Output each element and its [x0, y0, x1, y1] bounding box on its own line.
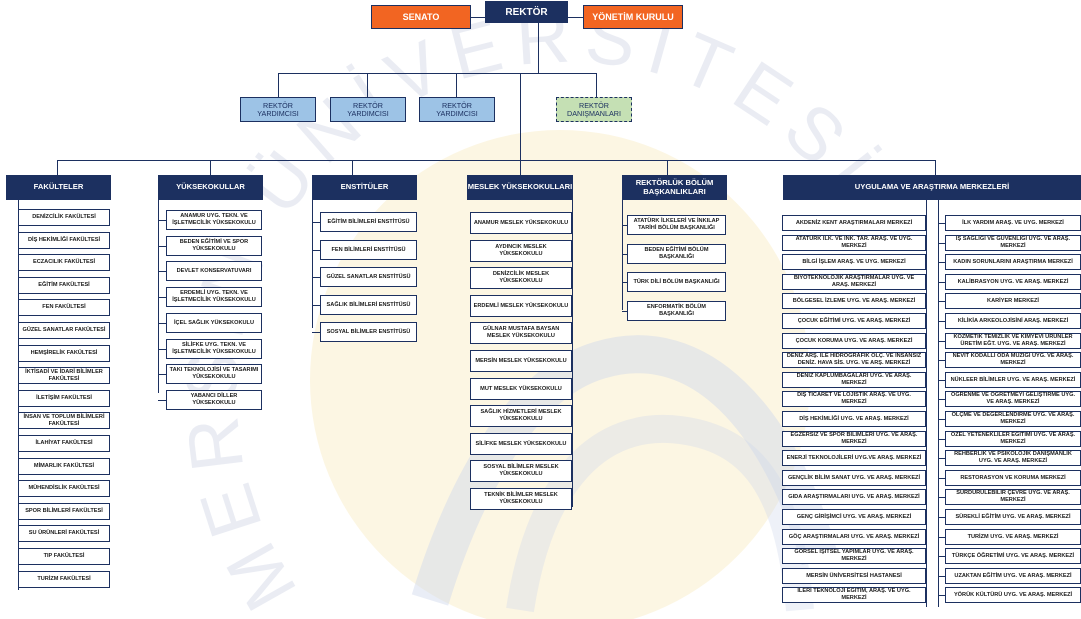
org-unit-box: DENİZCİLİK MESLEK YÜKSEKOKULU: [470, 267, 572, 289]
org-unit-box: FEN FAKÜLTESİ: [18, 299, 110, 316]
org-unit-box: YÖRÜK KÜLTÜRÜ UYG. VE ARAŞ. MERKEZİ: [945, 587, 1081, 603]
bolum-header: REKTÖRLÜK BÖLÜM BAŞKANLIKLARI: [622, 175, 727, 200]
org-unit-box: RESTORASYON VE KORUMA MERKEZİ: [945, 470, 1081, 486]
org-unit-box: ATATÜRK İLK. VE İNK. TAR. ARAŞ. VE UYG. …: [782, 235, 926, 251]
org-unit-box: TIP FAKÜLTESİ: [18, 548, 110, 565]
org-unit-box: İLETİŞİM FAKÜLTESİ: [18, 390, 110, 407]
org-unit-box: İŞ SAĞLIĞI VE GÜVENLİĞİ UYG. VE ARAŞ. ME…: [945, 235, 1081, 251]
org-unit-box: ÇOCUK KORUMA UYG. VE ARAŞ. MERKEZİ: [782, 333, 926, 349]
org-unit-box: EGZERSİZ VE SPOR BİLİMLERİ UYG. VE ARAŞ.…: [782, 431, 926, 447]
org-unit-box: NEVİT KODALLI ODA MÜZİĞİ UYG. VE ARAŞ. M…: [945, 352, 1081, 368]
org-unit-box: GÖRSEL İŞİTSEL YAPIMLAR UYG. VE ARAŞ. ME…: [782, 548, 926, 564]
org-unit-box: TEKNİK BİLİMLER MESLEK YÜKSEKOKULU: [470, 488, 572, 510]
rektor-box: REKTÖR: [485, 1, 568, 23]
org-unit-box: BEDEN EĞİTİMİ VE SPOR YÜKSEKOKULU: [166, 236, 262, 256]
org-unit-box: ECZACILIK FAKÜLTESİ: [18, 254, 110, 271]
rektor-yardimcisi-2: REKTÖR YARDIMCISI: [330, 97, 406, 122]
yuksekokullar-header: YÜKSEKOKULLAR: [158, 175, 263, 200]
org-unit-box: EĞİTİM FAKÜLTESİ: [18, 277, 110, 294]
org-unit-box: MÜHENDİSLİK FAKÜLTESİ: [18, 480, 110, 497]
org-unit-box: ENFORMATİK BÖLÜM BAŞKANLIĞI: [627, 301, 726, 321]
org-unit-box: YABANCI DİLLER YÜKSEKOKULU: [166, 390, 262, 410]
org-unit-box: GÖÇ ARAŞTIRMALARI UYG. VE ARAŞ. MERKEZİ: [782, 529, 926, 545]
org-unit-box: SÜREKLİ EĞİTİM UYG. VE ARAŞ. MERKEZİ: [945, 509, 1081, 525]
org-unit-box: ANAMUR UYG. TEKN. VE İŞLETMECİLİK YÜKSEK…: [166, 210, 262, 230]
org-unit-box: DİŞ HEKİMLİĞİ FAKÜLTESİ: [18, 232, 110, 249]
org-unit-box: SPOR BİLİMLERİ FAKÜLTESİ: [18, 503, 110, 520]
org-unit-box: DENİZ KAPLUMBAĞALARI UYG. VE ARAŞ. MERKE…: [782, 372, 926, 388]
org-unit-box: AKDENİZ KENT ARAŞTIRMALARI MERKEZİ: [782, 215, 926, 231]
org-unit-box: MİMARLIK FAKÜLTESİ: [18, 458, 110, 475]
org-unit-box: SU ÜRÜNLERİ FAKÜLTESİ: [18, 525, 110, 542]
org-unit-box: ERDEMLİ UYG. TEKN. VE İŞLETMECİLİK YÜKSE…: [166, 287, 262, 307]
org-unit-box: İLK YARDIM ARAŞ. VE UYG. MERKEZİ: [945, 215, 1081, 231]
org-unit-box: GENÇLİK BİLİM SANAT UYG. VE ARAŞ. MERKEZ…: [782, 470, 926, 486]
org-unit-box: MERSİN ÜNİVERSİTESİ HASTANESİ: [782, 568, 926, 584]
rektor-yardimcisi-3: REKTÖR YARDIMCISI: [419, 97, 495, 122]
org-unit-box: SOSYAL BİLİMLER MESLEK YÜKSEKOKULU: [470, 460, 572, 482]
org-unit-box: DEVLET KONSERVATUVARI: [166, 261, 262, 281]
org-unit-box: ATATÜRK İLKELERİ VE İNKILAP TARİHİ BÖLÜM…: [627, 215, 726, 235]
org-unit-box: BEDEN EĞİTİMİ BÖLÜM BAŞKANLIĞI: [627, 244, 726, 264]
org-unit-box: DİŞ HEKİMLİĞİ UYG. VE ARAŞ. MERKEZİ: [782, 411, 926, 427]
org-unit-box: İÇEL SAĞLIK YÜKSEKOKULU: [166, 313, 262, 333]
yonetim-kurulu-box: YÖNETİM KURULU: [583, 5, 683, 29]
org-unit-box: SAĞLIK HİZMETLERİ MESLEK YÜKSEKOKULU: [470, 405, 572, 427]
org-unit-box: MERSİN MESLEK YÜKSEKOKULU: [470, 350, 572, 372]
org-unit-box: İLAHİYAT FAKÜLTESİ: [18, 435, 110, 452]
org-unit-box: KİLİKİA ARKEOLOJİSİNİ ARAŞ. MERKEZİ: [945, 313, 1081, 329]
enstituler-header: ENSTİTÜLER: [312, 175, 417, 200]
org-unit-box: DENİZ ARŞ. İLE HİDROGRAFİK ÖLÇ. VE İNSAN…: [782, 352, 926, 368]
org-unit-box: SÜRDÜRÜLEBİLİR ÇEVRE UYG. VE ARAŞ. MERKE…: [945, 489, 1081, 505]
org-unit-box: İKTİSADİ VE İDARİ BİLİMLER FAKÜLTESİ: [18, 367, 110, 384]
org-unit-box: BİYOTEKNOLOJİK ARAŞTIRMALAR UYG. VE ARAŞ…: [782, 274, 926, 290]
org-unit-box: GÜZEL SANATLAR FAKÜLTESİ: [18, 322, 110, 339]
org-unit-box: UZAKTAN EĞİTİM UYG. VE ARAŞ. MERKEZİ: [945, 568, 1081, 584]
org-unit-box: TURİZM UYG. VE ARAŞ. MERKEZİ: [945, 529, 1081, 545]
org-unit-box: GENÇ GİRİŞİMCİ UYG. VE ARAŞ. MERKEZİ: [782, 509, 926, 525]
org-unit-box: KALİBRASYON UYG. VE ARAŞ. MERKEZİ: [945, 274, 1081, 290]
org-unit-box: ÖLÇME VE DEĞERLENDİRME UYG. VE ARAŞ. MER…: [945, 411, 1081, 427]
senato-box: SENATO: [371, 5, 471, 29]
org-unit-box: NÜKLEER BİLİMLER UYG. VE ARAŞ. MERKEZİ: [945, 372, 1081, 388]
org-unit-box: GÜZEL SANATLAR ENSTİTÜSÜ: [320, 267, 417, 287]
org-unit-box: SİLİFKE UYG. TEKN. VE İŞLETMECİLİK YÜKSE…: [166, 339, 262, 359]
org-unit-box: GÜLNAR MUSTAFA BAYSAN MESLEK YÜKSEKOKULU: [470, 322, 572, 344]
org-unit-box: HEMŞİRELİK FAKÜLTESİ: [18, 345, 110, 362]
org-unit-box: SOSYAL BİLİMLER ENSTİTÜSÜ: [320, 322, 417, 342]
org-unit-box: SAĞLIK BİLİMLERİ ENSTİTÜSÜ: [320, 295, 417, 315]
org-unit-box: DIŞ TİCARET VE LOJİSTİK ARAŞ. VE UYG. ME…: [782, 391, 926, 407]
rektor-danismanlari: REKTÖR DANIŞMANLARI: [556, 97, 632, 122]
org-unit-box: AYDINCIK MESLEK YÜKSEKOKULU: [470, 240, 572, 262]
org-unit-box: BÖLGESEL İZLEME UYG. VE ARAŞ. MERKEZİ: [782, 293, 926, 309]
merkezler-header: UYGULAMA VE ARAŞTIRMA MERKEZLERİ: [783, 175, 1081, 200]
org-unit-box: EĞİTİM BİLİMLERİ ENSTİTÜSÜ: [320, 212, 417, 232]
org-unit-box: KADIN SORUNLARINI ARAŞTIRMA MERKEZİ: [945, 254, 1081, 270]
org-unit-box: KOZMETİK TEMİZLİK VE KİMYEVİ ÜRÜNLER ÜRE…: [945, 333, 1081, 349]
org-unit-box: BİLGİ İŞLEM ARAŞ. VE UYG. MERKEZİ: [782, 254, 926, 270]
org-unit-box: ENERJİ TEKNOLOJİLERİ UYG.VE ARAŞ. MERKEZ…: [782, 450, 926, 466]
org-unit-box: İLERİ TEKNOLOJİ EĞİTİM, ARAŞ. VE UYG. ME…: [782, 587, 926, 603]
org-unit-box: DENİZCİLİK FAKÜLTESİ: [18, 209, 110, 226]
org-unit-box: SİLİFKE MESLEK YÜKSEKOKULU: [470, 433, 572, 455]
org-unit-box: FEN BİLİMLERİ ENSTİTÜSÜ: [320, 240, 417, 260]
fakulteler-header: FAKÜLTELER: [6, 175, 111, 200]
rektor-yardimcisi-1: REKTÖR YARDIMCISI: [240, 97, 316, 122]
org-unit-box: TAKI TEKNOLOJİSİ VE TASARIMI YÜKSEKOKULU: [166, 364, 262, 384]
org-unit-box: İNSAN VE TOPLUM BİLİMLERİ FAKÜLTESİ: [18, 412, 110, 429]
org-unit-box: ÖZEL YETENEKLİLER EĞİTİMİ UYG. VE ARAŞ. …: [945, 431, 1081, 447]
org-unit-box: ÖĞRENME VE ÖĞRETMEYİ GELİŞTİRME UYG. VE …: [945, 391, 1081, 407]
org-unit-box: GIDA ARAŞTIRMALARI UYG. VE ARAŞ. MERKEZİ: [782, 489, 926, 505]
org-unit-box: ERDEMLİ MESLEK YÜKSEKOKULU: [470, 295, 572, 317]
org-unit-box: TÜRKÇE ÖĞRETİMİ UYG. VE ARAŞ. MERKEZİ: [945, 548, 1081, 564]
org-unit-box: ÇOCUK EĞİTİMİ UYG. VE ARAŞ. MERKEZİ: [782, 313, 926, 329]
org-unit-box: TURİZM FAKÜLTESİ: [18, 571, 110, 588]
org-unit-box: MUT MESLEK YÜKSEKOKULU: [470, 378, 572, 400]
org-unit-box: TÜRK DİLİ BÖLÜM BAŞKANLIĞI: [627, 272, 726, 292]
org-unit-box: ANAMUR MESLEK YÜKSEKOKULU: [470, 212, 572, 234]
org-unit-box: REHBERLİK VE PSİKOLOJİK DANIŞMANLIK UYG.…: [945, 450, 1081, 466]
meslek-header: MESLEK YÜKSEKOKULLARI: [467, 175, 573, 200]
org-unit-box: KARİYER MERKEZİ: [945, 293, 1081, 309]
